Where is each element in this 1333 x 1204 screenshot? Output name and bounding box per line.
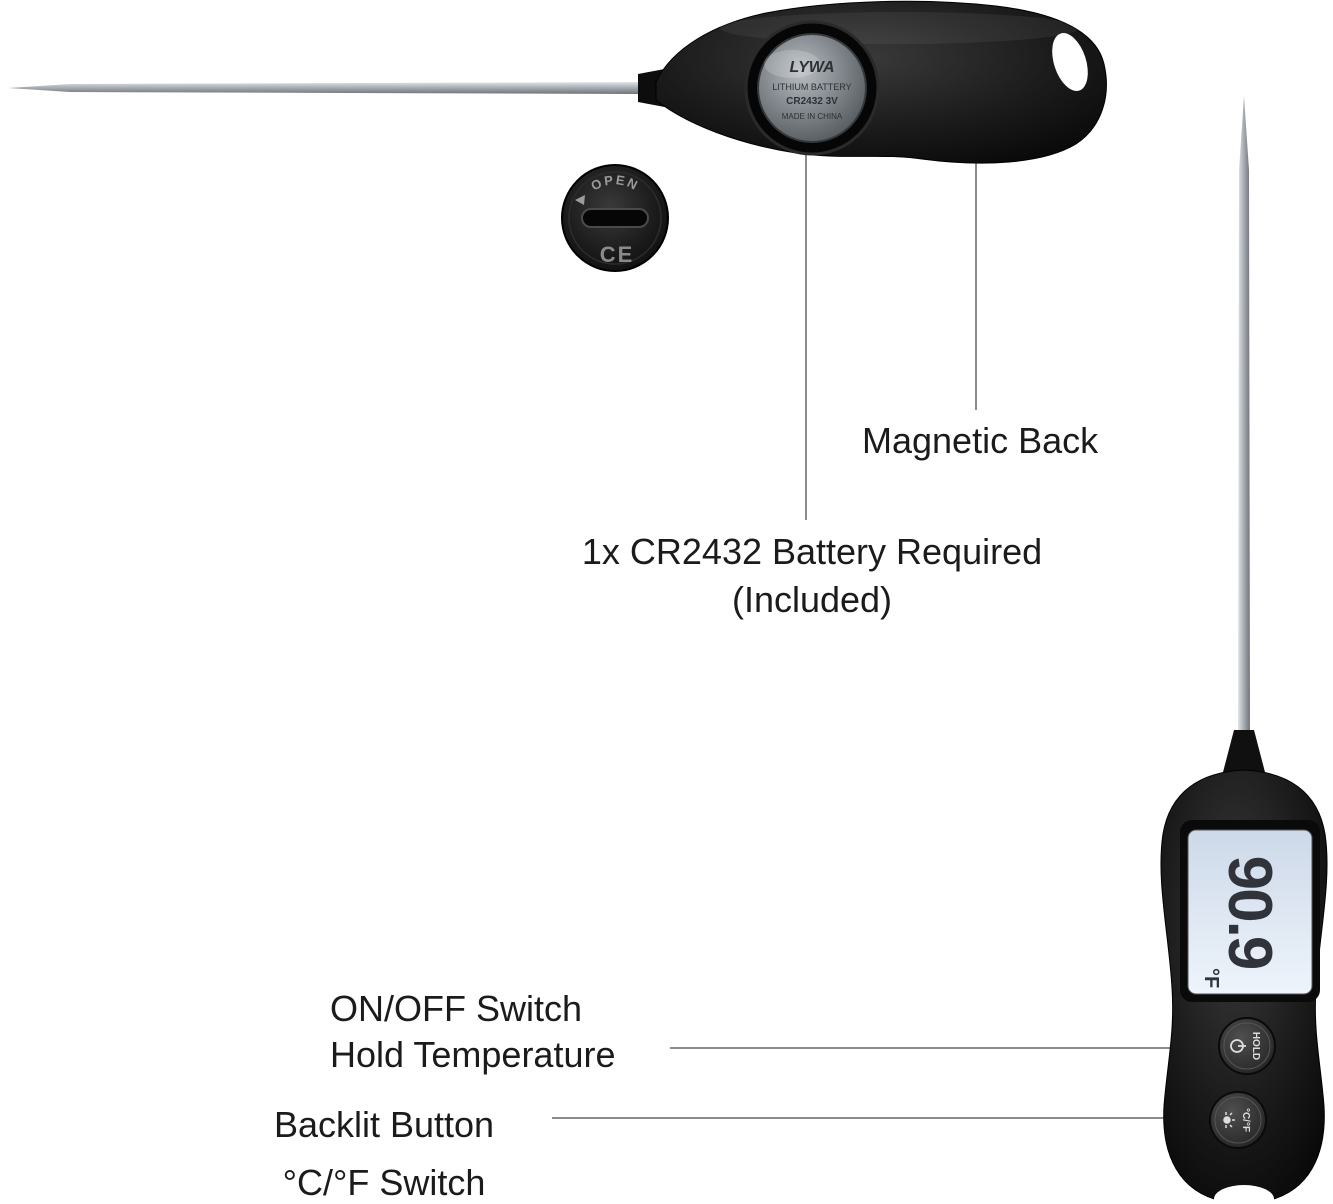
onoff-switch-label: ON/OFF Switch Hold Temperature — [330, 986, 616, 1078]
battery-required-line1: 1x CR2432 Battery Required — [581, 531, 1043, 572]
backlit-button-label: Backlit Button °C/°F Switch — [238, 1096, 530, 1204]
battery-model: CR2432 3V — [786, 96, 838, 107]
hang-hole — [1052, 33, 1088, 91]
onoff-switch-line2: Hold Temperature — [330, 1034, 616, 1075]
hang-hole-bottom — [1214, 1185, 1274, 1204]
cf-button-label: °C/°F — [1240, 1108, 1251, 1132]
battery-type: LITHIUM BATTERY — [772, 82, 851, 92]
hold-power-button: HOLD — [1218, 1017, 1276, 1075]
backlight-cf-button: °C/°F — [1209, 1091, 1267, 1149]
ce-mark: CE — [600, 242, 635, 267]
thermometer-front-view: 90.9 °F HOLD °C/°F — [1160, 96, 1328, 1204]
thermometer-back-view: LYWA LITHIUM BATTERY CR2432 3V MADE IN C… — [8, 0, 1107, 164]
battery-compartment: LYWA LITHIUM BATTERY CR2432 3V MADE IN C… — [744, 20, 880, 156]
backlit-button-line2: °C/°F Switch — [282, 1162, 486, 1203]
onoff-switch-line1: ON/OFF Switch — [330, 988, 583, 1029]
battery-required-label: 1x CR2432 Battery Required (Included) — [552, 528, 1072, 624]
battery-brand: LYWA — [789, 59, 834, 76]
hold-button-label: HOLD — [1250, 1032, 1261, 1060]
coin-slot — [581, 208, 649, 228]
backlit-button-line1: Backlit Button — [273, 1104, 495, 1145]
open-arrow-icon — [575, 195, 585, 205]
probe-collar — [1222, 730, 1266, 776]
battery-origin: MADE IN CHINA — [782, 112, 843, 121]
probe-vertical — [1238, 96, 1250, 734]
power-icon — [1230, 1039, 1246, 1053]
battery — [757, 33, 867, 143]
callout-lines — [552, 104, 1226, 1119]
lcd-unit: °F — [1200, 968, 1222, 988]
backlight-icon — [1223, 1112, 1235, 1128]
lcd-value: 90.9 — [1215, 856, 1284, 969]
probe — [8, 82, 640, 94]
magnetic-back-label: Magnetic Back — [862, 420, 1099, 461]
battery-required-line2: (Included) — [731, 579, 893, 620]
battery-cap: OPEN CE — [561, 164, 669, 272]
lcd-display: 90.9 °F — [1180, 820, 1320, 1002]
